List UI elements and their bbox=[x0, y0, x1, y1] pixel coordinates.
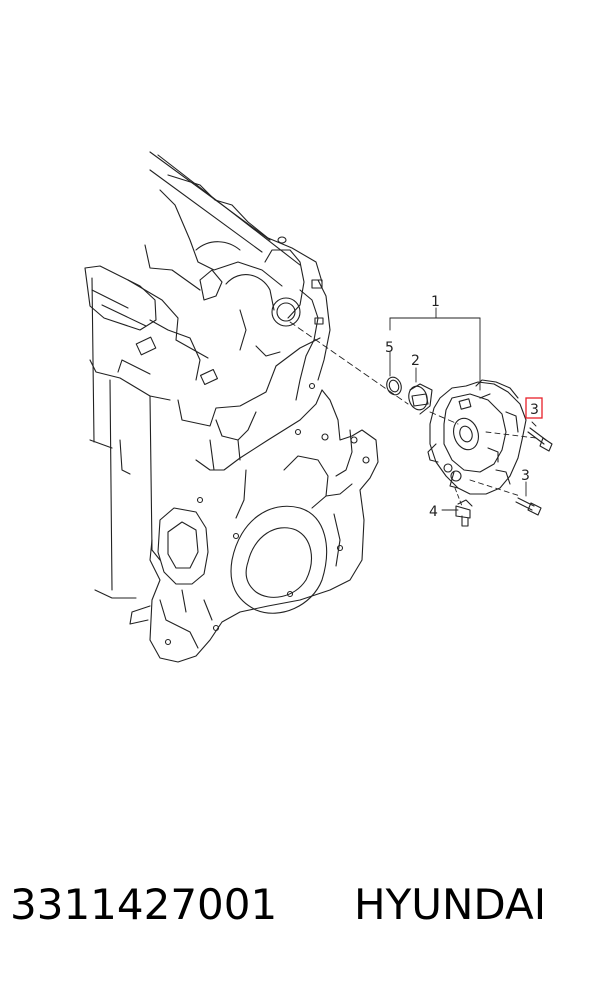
bolt-lower bbox=[515, 497, 542, 516]
pump-assembly bbox=[427, 379, 527, 495]
bolt-upper bbox=[527, 427, 553, 452]
o-ring bbox=[386, 376, 402, 396]
callout-3-bottom: 3 bbox=[521, 468, 530, 484]
engine-block bbox=[84, 151, 379, 663]
callout-1: 1 bbox=[431, 294, 440, 310]
coupling bbox=[408, 383, 433, 415]
leader-lines bbox=[289, 307, 537, 511]
callout-3-top: 3 bbox=[530, 402, 539, 418]
part-number: 3311427001 bbox=[10, 880, 278, 929]
callout-4: 4 bbox=[429, 504, 438, 520]
brand-name: HYUNDAI bbox=[354, 880, 547, 929]
callout-2: 2 bbox=[411, 353, 420, 369]
highlight-box bbox=[525, 397, 543, 419]
callout-5: 5 bbox=[385, 340, 394, 356]
fastener bbox=[455, 499, 473, 527]
